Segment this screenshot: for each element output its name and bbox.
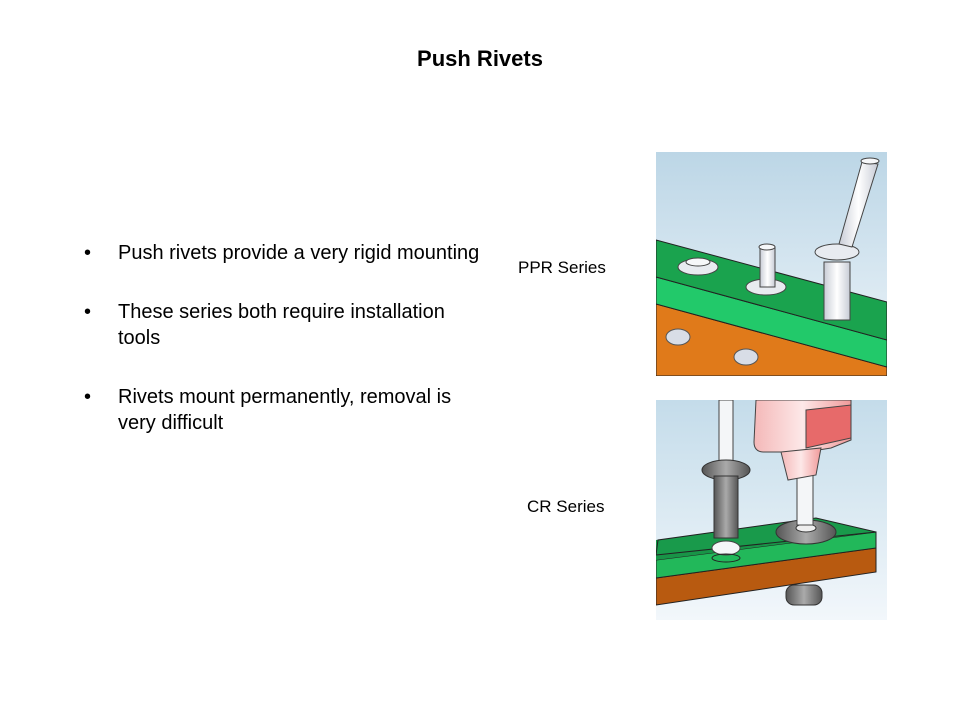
bullet-item: • Rivets mount permanently, removal is v…: [80, 384, 480, 436]
bullet-text: Rivets mount permanently, removal is ver…: [118, 386, 452, 434]
bullet-glyph: •: [84, 386, 92, 408]
bullet-glyph: •: [84, 242, 92, 264]
ppr-series-label: PPR Series: [518, 258, 606, 277]
cr-series-label: CR Series: [527, 497, 605, 516]
ppr-rivet-illustration: [656, 152, 887, 376]
bullet-item: • These series both require installation…: [80, 299, 480, 351]
cr-rivet-illustration: [656, 400, 887, 620]
bullet-glyph: •: [84, 301, 92, 323]
slide-title: Push Rivets: [417, 46, 543, 71]
bullet-list: • Push rivets provide a very rigid mount…: [80, 240, 480, 469]
bullet-text: Push rivets provide a very rigid mountin…: [118, 242, 480, 264]
bullet-item: • Push rivets provide a very rigid mount…: [80, 240, 480, 266]
bullet-text: These series both require installation t…: [118, 301, 445, 349]
